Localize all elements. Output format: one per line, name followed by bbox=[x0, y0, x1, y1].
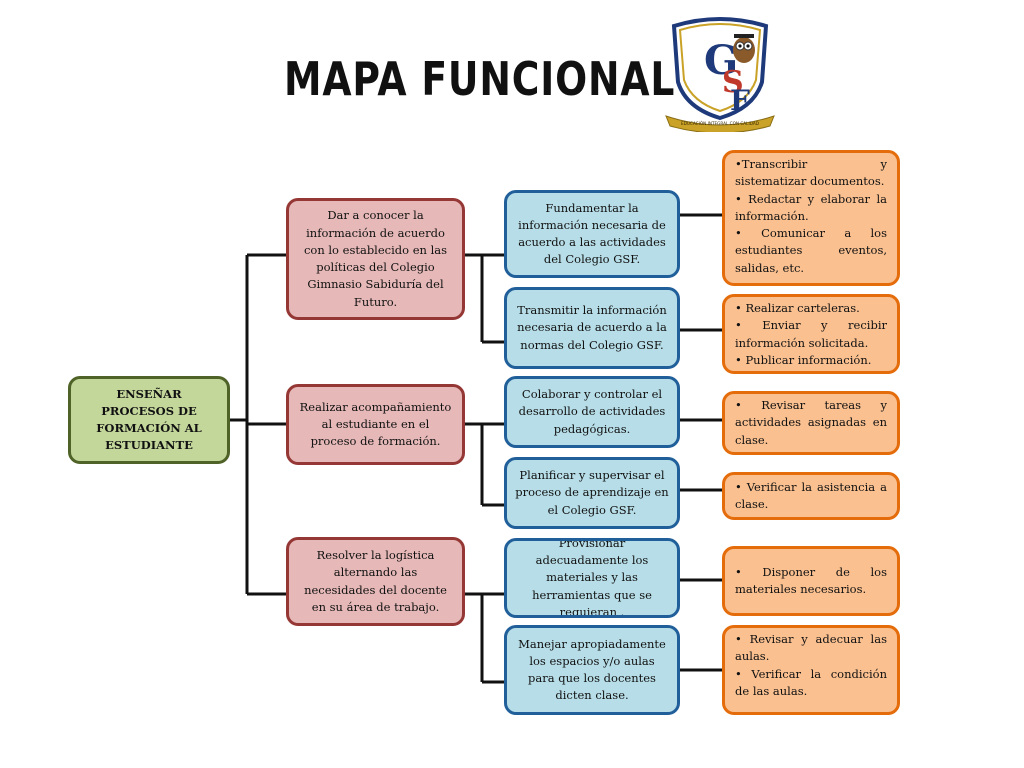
level1-label: Resolver la logística alternando las nec… bbox=[304, 548, 447, 614]
logo-banner-text: EDUCACIÓN INTEGRAL CON CALIDAD bbox=[681, 121, 759, 126]
root-label: ENSEÑAR PROCESOS DE FORMACIÓN AL ESTUDIA… bbox=[96, 386, 202, 453]
level3-node-tareas-fundamentar: •Transcribir y sistematizar documentos. … bbox=[722, 150, 900, 286]
task-item: •Transcribir y sistematizar documentos. bbox=[735, 157, 887, 189]
level2-node-fundamentar: Fundamentar la información necesaria de … bbox=[504, 190, 680, 278]
task-item: • Comunicar a los estudiantes eventos, s… bbox=[735, 226, 887, 275]
task-item: • Revisar tareas y actividades asignadas… bbox=[735, 398, 887, 447]
level1-node-acompanamiento: Realizar acompañamiento al estudiante en… bbox=[286, 384, 465, 465]
level2-label: Fundamentar la información necesaria de … bbox=[518, 200, 666, 267]
level2-label: Colaborar y controlar el desarrollo de a… bbox=[518, 387, 666, 436]
level2-node-planificar: Planificar y supervisar el proceso de ap… bbox=[504, 457, 680, 529]
level2-label: Provisionar adecuadamente los materiales… bbox=[532, 538, 652, 618]
level3-node-tareas-manejar: • Revisar y adecuar las aulas. • Verific… bbox=[722, 625, 900, 715]
level1-node-logistica: Resolver la logística alternando las nec… bbox=[286, 537, 465, 626]
task-item: • Disponer de los materiales necesarios. bbox=[735, 564, 887, 596]
level3-node-tareas-transmitir: • Realizar carteleras. • Enviar y recibi… bbox=[722, 294, 900, 374]
task-item: • Realizar carteleras. bbox=[735, 301, 860, 315]
level2-label: Planificar y supervisar el proceso de ap… bbox=[515, 468, 669, 517]
logo-letter-g: G bbox=[704, 37, 738, 84]
level2-node-provisionar: Provisionar adecuadamente los materiales… bbox=[504, 538, 680, 618]
owl-icon bbox=[733, 34, 755, 63]
task-item: • Revisar y adecuar las aulas. bbox=[735, 632, 887, 664]
logo-letter-s: S bbox=[722, 65, 744, 100]
page-title: MAPA FUNCIONAL bbox=[284, 52, 676, 106]
level2-node-colaborar: Colaborar y controlar el desarrollo de a… bbox=[504, 376, 680, 448]
task-item: • Redactar y elaborar la información. bbox=[735, 191, 887, 223]
task-item: • Enviar y recibir información solicitad… bbox=[735, 318, 887, 350]
task-item: • Publicar información. bbox=[735, 352, 872, 367]
logo-letter-f: F bbox=[730, 84, 750, 117]
level1-label: Realizar acompañamiento al estudiante en… bbox=[299, 399, 452, 449]
root-node: ENSEÑAR PROCESOS DE FORMACIÓN AL ESTUDIA… bbox=[68, 376, 230, 464]
task-item: • Verificar la asistencia a clase. bbox=[735, 479, 887, 511]
level3-node-tareas-provisionar: • Disponer de los materiales necesarios. bbox=[722, 546, 900, 616]
gsf-logo: G S F EDUCACIÓN INTEGRAL CON CALIDAD bbox=[664, 12, 776, 134]
task-item: • Verificar la condición de las aulas. bbox=[735, 666, 887, 698]
level1-label: Dar a conocer la información de acuerdo … bbox=[303, 208, 448, 309]
level3-node-tareas-colaborar: • Revisar tareas y actividades asignadas… bbox=[722, 391, 900, 455]
level1-node-informacion: Dar a conocer la información de acuerdo … bbox=[286, 198, 465, 320]
level2-node-manejar: Manejar apropiadamente los espacios y/o … bbox=[504, 625, 680, 715]
level2-node-transmitir: Transmitir la información necesaria de a… bbox=[504, 287, 680, 369]
level2-label: Manejar apropiadamente los espacios y/o … bbox=[518, 636, 666, 703]
level3-node-tareas-planificar: • Verificar la asistencia a clase. bbox=[722, 472, 900, 520]
level2-label: Transmitir la información necesaria de a… bbox=[517, 303, 667, 352]
